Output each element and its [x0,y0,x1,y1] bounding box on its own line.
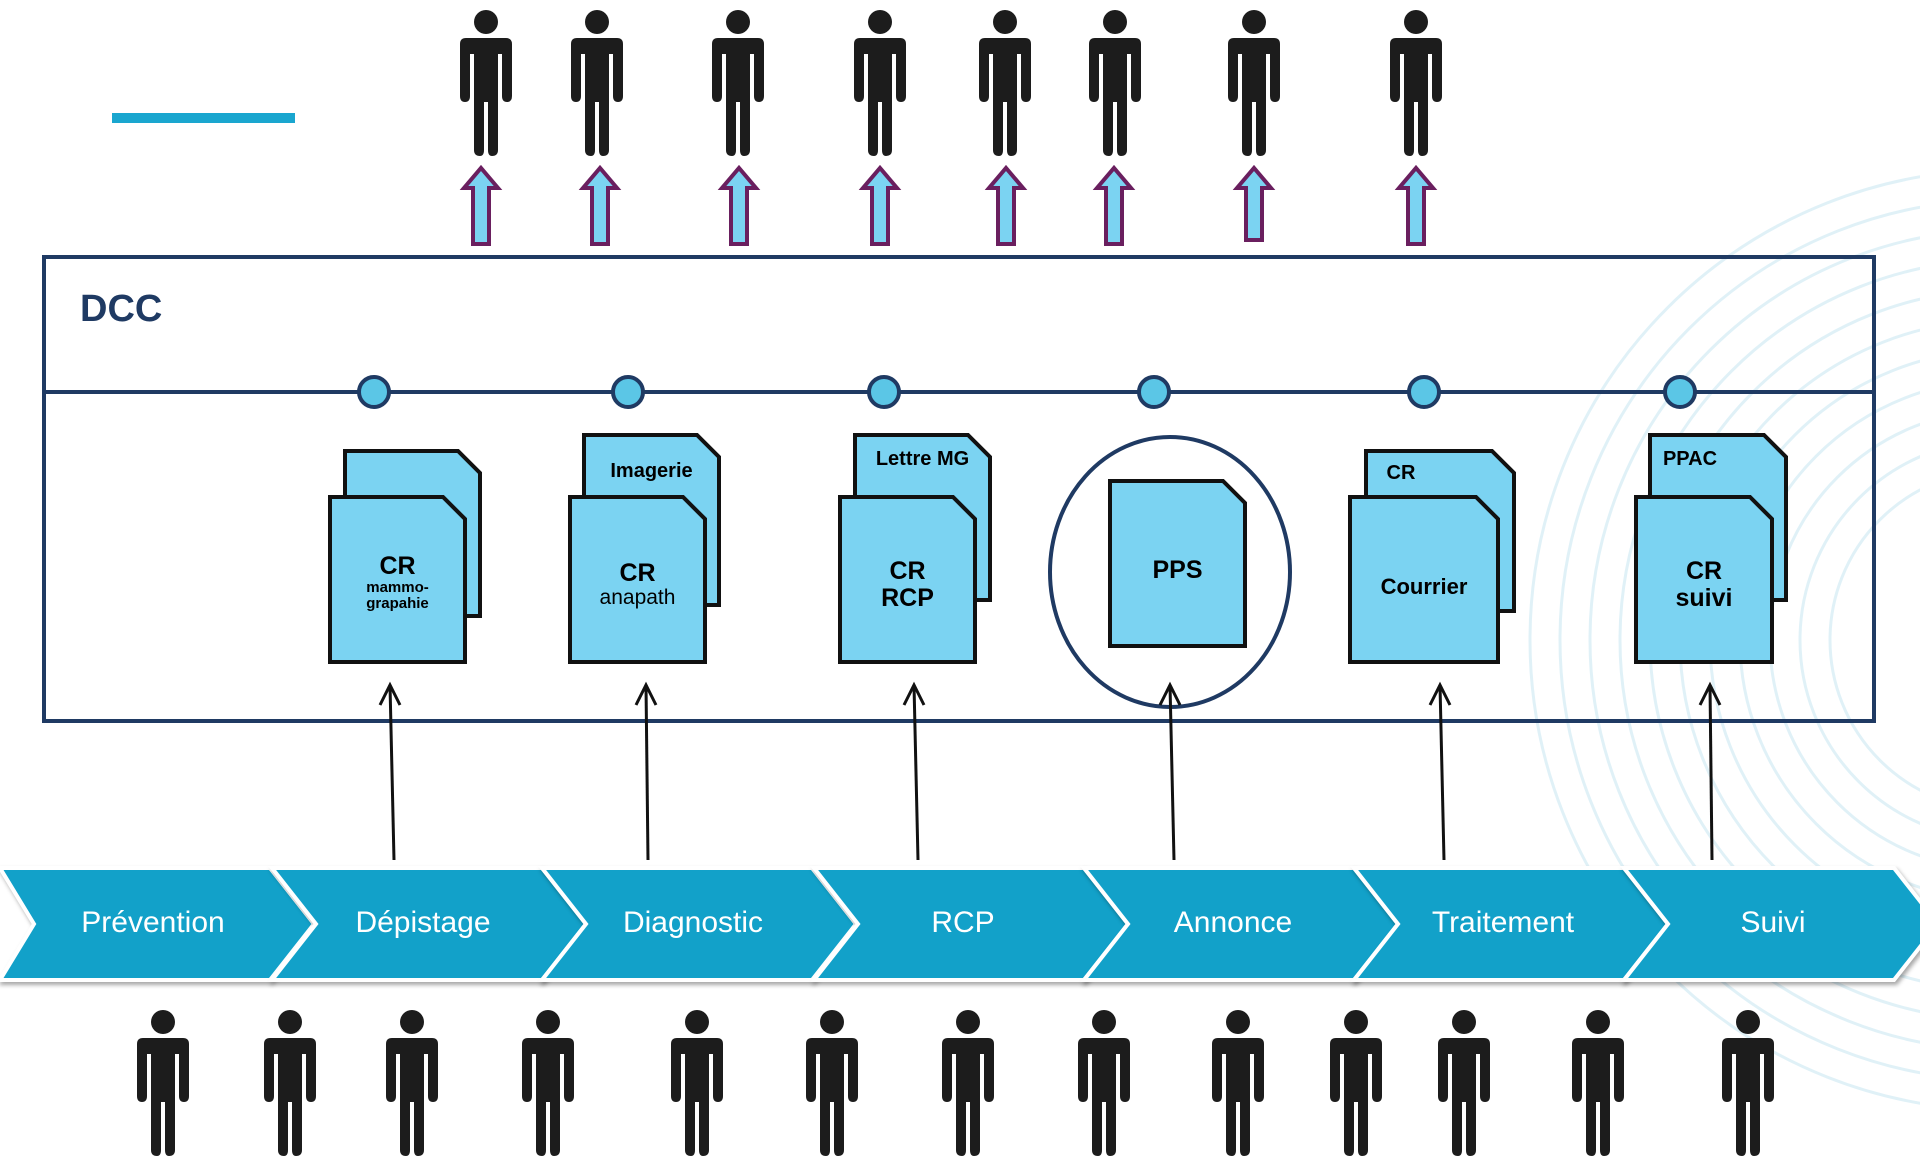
step-label-5: Annonce [1173,906,1293,939]
bottom-person-icon-13 [1722,1010,1774,1156]
timeline-node-4 [1137,375,1171,409]
top-person-icon-4 [854,10,906,156]
accent-bar [112,113,295,123]
document-front-1 [328,495,467,664]
dcc-frame [42,255,1876,723]
dcc-title: DCC [80,288,163,330]
document-text-line: CR [379,552,416,580]
up-arrow-icon-3 [717,164,761,246]
top-person-icon-6 [1089,10,1141,156]
document-front-6 [1634,495,1774,664]
bottom-person-icon-2 [264,1010,316,1156]
document-back-label-5: CR [1386,462,1416,484]
timeline-node-5 [1407,375,1441,409]
connector-line-4 [1168,684,1176,861]
document-front-5 [1348,495,1500,664]
document-front-4 [1108,479,1247,648]
up-arrow-icon-5 [984,164,1028,246]
connector-line-5 [1438,684,1446,861]
document-back-label-3: Lettre MG [875,448,970,470]
up-arrow-icon-7 [1232,164,1276,242]
connector-line-2 [644,684,650,861]
document-front-text-5: Courrier [1350,575,1498,599]
step-label-1: Prévention [81,906,225,939]
bottom-person-icon-12 [1572,1010,1624,1156]
top-person-icon-8 [1390,10,1442,156]
connector-arrowhead-5 [1428,681,1452,706]
up-arrow-icon-8 [1394,164,1438,246]
top-person-icon-2 [571,10,623,156]
document-back-label-6: PPAC [1662,448,1718,470]
step-chevron-7 [1619,866,1920,982]
document-text-line: PPS [1152,556,1203,584]
up-arrow-icon-1 [459,164,503,246]
document-front-3 [838,495,977,664]
document-text-line: CR [1685,557,1723,585]
up-arrow-icon-2 [578,164,622,246]
connector-line-1 [388,684,396,861]
step-label-2: Dépistage [355,906,491,939]
top-person-icon-7 [1228,10,1280,156]
up-arrow-icon-4 [858,164,902,246]
timeline-node-1 [357,375,391,409]
document-text-line: mammo- [366,579,429,596]
connector-arrowhead-6 [1698,681,1722,706]
document-text-line: Courrier [1380,574,1468,599]
connector-arrowhead-1 [378,681,402,706]
bottom-person-icon-1 [137,1010,189,1156]
top-person-icon-3 [712,10,764,156]
top-person-icon-5 [979,10,1031,156]
timeline-node-6 [1663,375,1697,409]
bottom-person-icon-7 [942,1010,994,1156]
step-label-4: RCP [931,906,995,939]
bottom-person-icon-5 [671,1010,723,1156]
document-text-line: CR [889,557,926,585]
bottom-person-icon-6 [806,1010,858,1156]
step-label-3: Diagnostic [622,906,764,939]
bottom-person-icon-4 [522,1010,574,1156]
connector-arrowhead-3 [902,681,926,706]
timeline-node-2 [611,375,645,409]
bottom-person-icon-9 [1212,1010,1264,1156]
document-text-line: RCP [881,584,934,612]
step-label-6: Traitement [1431,906,1575,939]
document-text-line: anapath [599,586,676,609]
document-front-text-4: PPS [1110,557,1245,584]
connector-arrowhead-2 [634,681,658,706]
connector-line-3 [912,684,920,861]
document-back-label-2: Imagerie [610,460,693,482]
document-front-2 [568,495,707,664]
connector-line-6 [1708,684,1714,861]
bottom-person-icon-3 [386,1010,438,1156]
bottom-person-icon-8 [1078,1010,1130,1156]
timeline-node-3 [867,375,901,409]
connector-arrowhead-4 [1158,681,1182,706]
document-text-line: CR [619,559,656,587]
bottom-person-icon-10 [1330,1010,1382,1156]
top-person-icon-1 [460,10,512,156]
up-arrow-icon-6 [1092,164,1136,246]
document-text-line: suivi [1675,584,1733,612]
bottom-person-icon-11 [1438,1010,1490,1156]
document-text-line: grapahie [366,595,429,613]
step-label-7: Suivi [1740,906,1806,939]
